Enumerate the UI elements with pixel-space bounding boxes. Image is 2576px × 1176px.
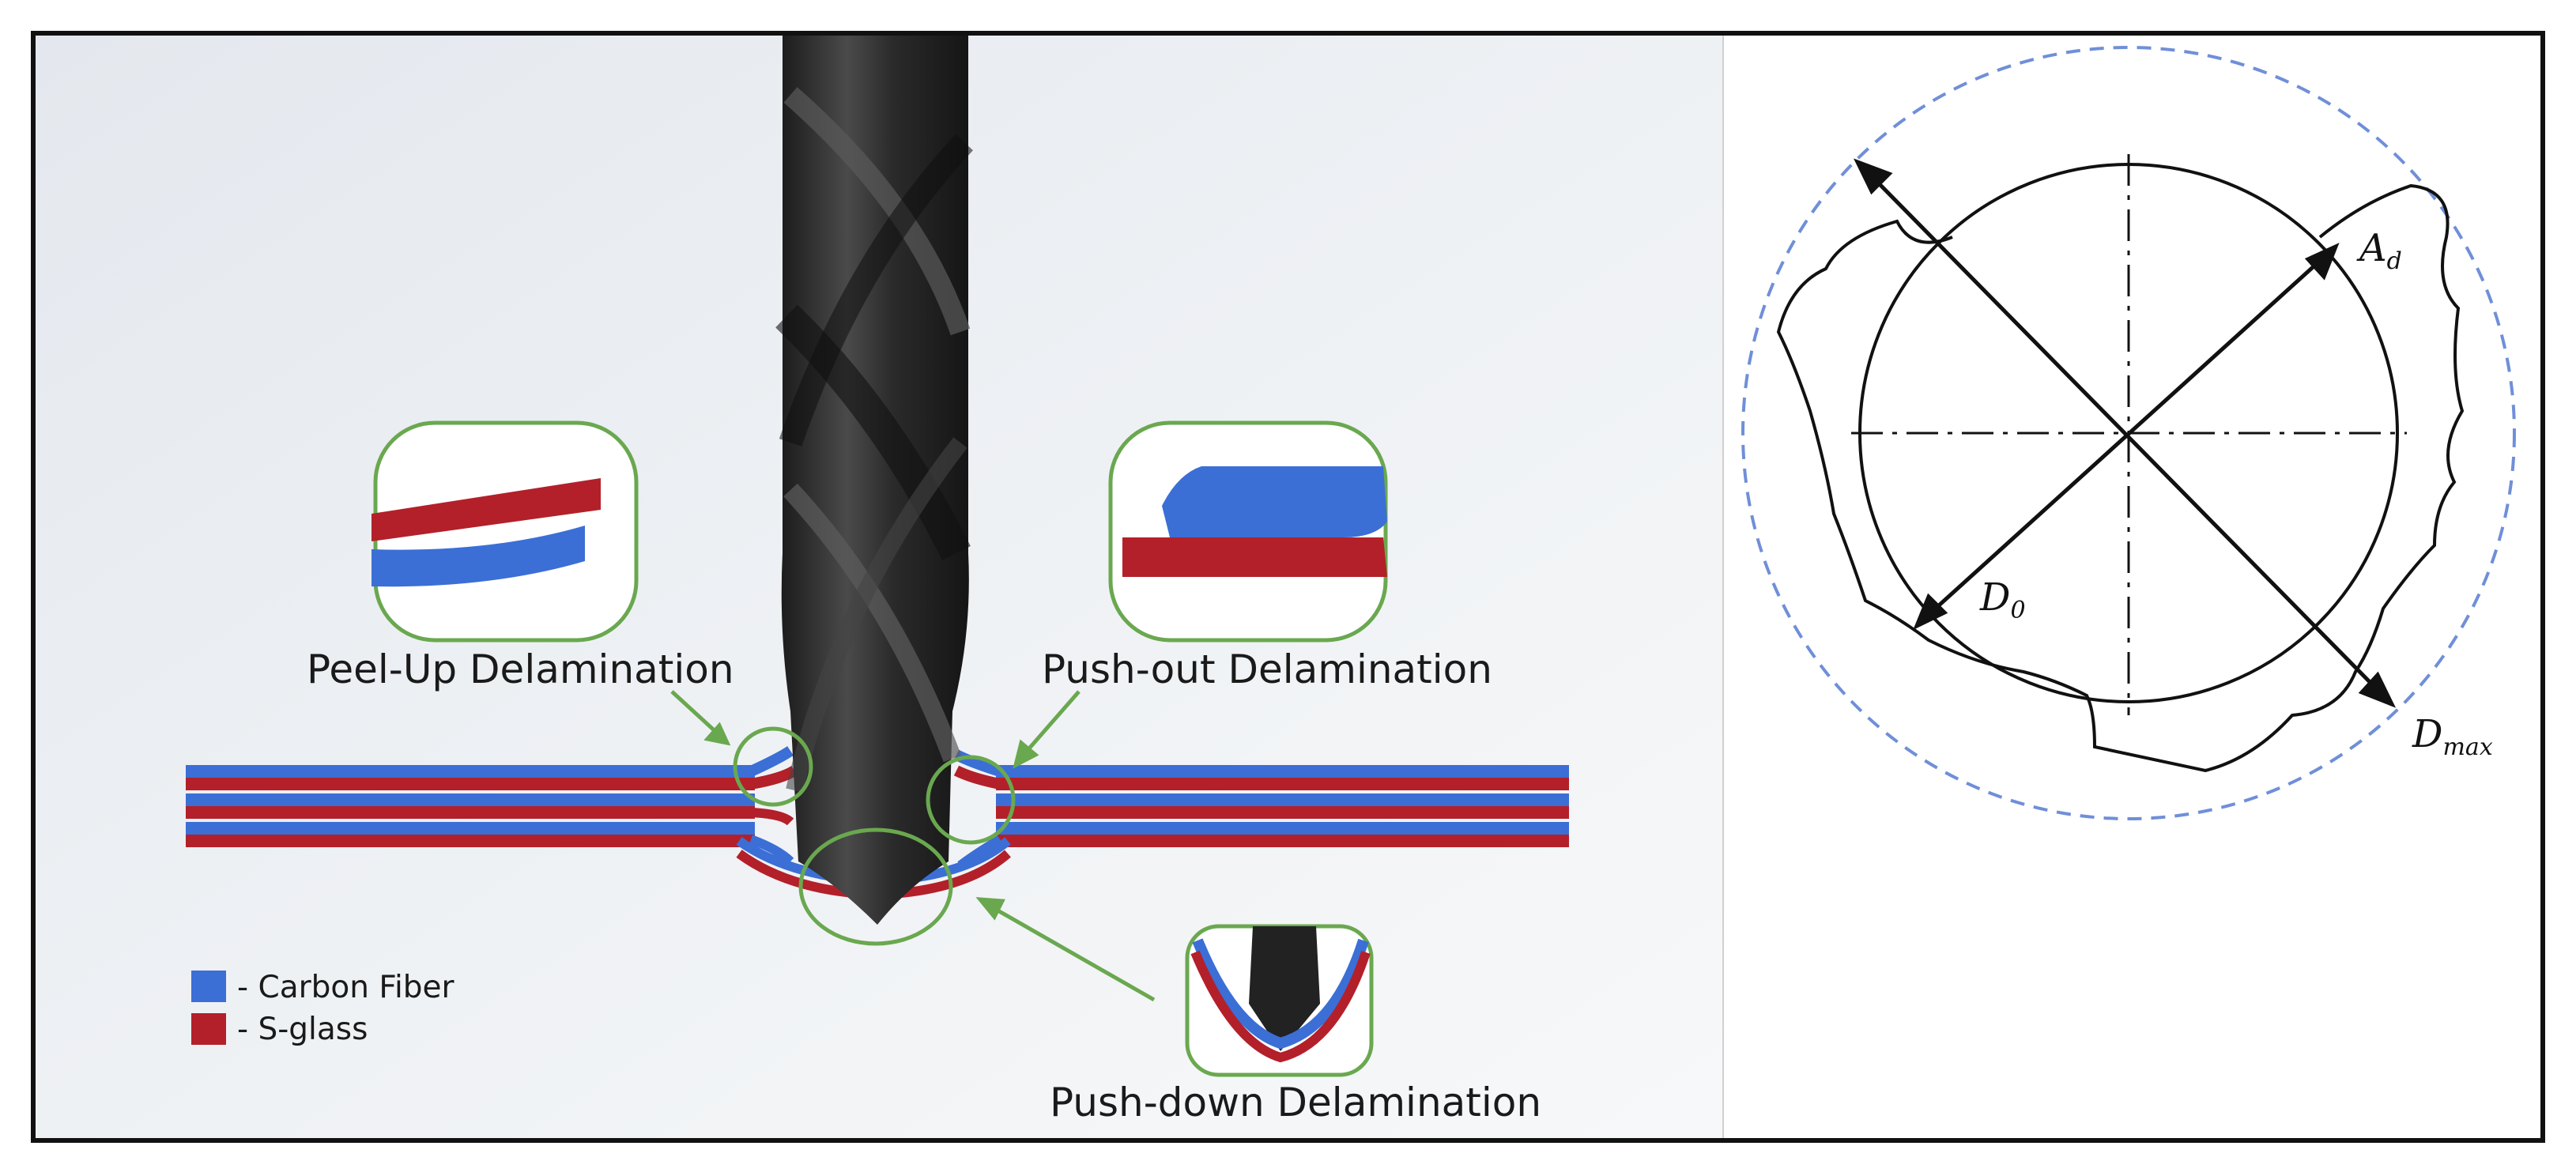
push-down-delamination-label: Push-down Delamination (1050, 1080, 1542, 1125)
callout-circles (733, 726, 1016, 946)
dimension-arrows (1854, 158, 2397, 708)
d0-symbol: D0 (1980, 575, 2026, 624)
right-panel-background (1723, 33, 2543, 1140)
legend-swatch-carbon-fiber (191, 971, 226, 1002)
legend-carbon-fiber-label: - Carbon Fiber (237, 970, 454, 1005)
dmax-symbol: Dmax (2412, 712, 2493, 761)
composite-laminate-right (996, 765, 1569, 847)
drill-bit (775, 33, 973, 925)
ad-symbol: Ad (2359, 226, 2402, 275)
push-out-delamination-label: Push-out Delamination (1042, 646, 1492, 692)
max-diameter-dashed-circle (1741, 46, 2516, 820)
push-out-inset (1108, 420, 1388, 643)
composite-laminate-left (186, 765, 755, 847)
peel-up-delamination-label: Peel-Up Delamination (307, 646, 734, 692)
peel-up-callout-circle (733, 726, 813, 807)
damage-contour (1776, 183, 2465, 773)
legend-swatches (191, 971, 226, 1045)
push-down-callout-circle (798, 827, 953, 946)
legend-swatch-s-glass (191, 1013, 226, 1045)
delamination-geometry (1741, 46, 2516, 820)
callout-arrows (670, 690, 1156, 1002)
push-down-inset (1185, 924, 1374, 1077)
peel-up-inset (372, 420, 639, 643)
legend-s-glass-label: - S-glass (237, 1012, 368, 1047)
push-out-callout-circle (926, 755, 1016, 845)
figure-frame (31, 31, 2545, 1143)
